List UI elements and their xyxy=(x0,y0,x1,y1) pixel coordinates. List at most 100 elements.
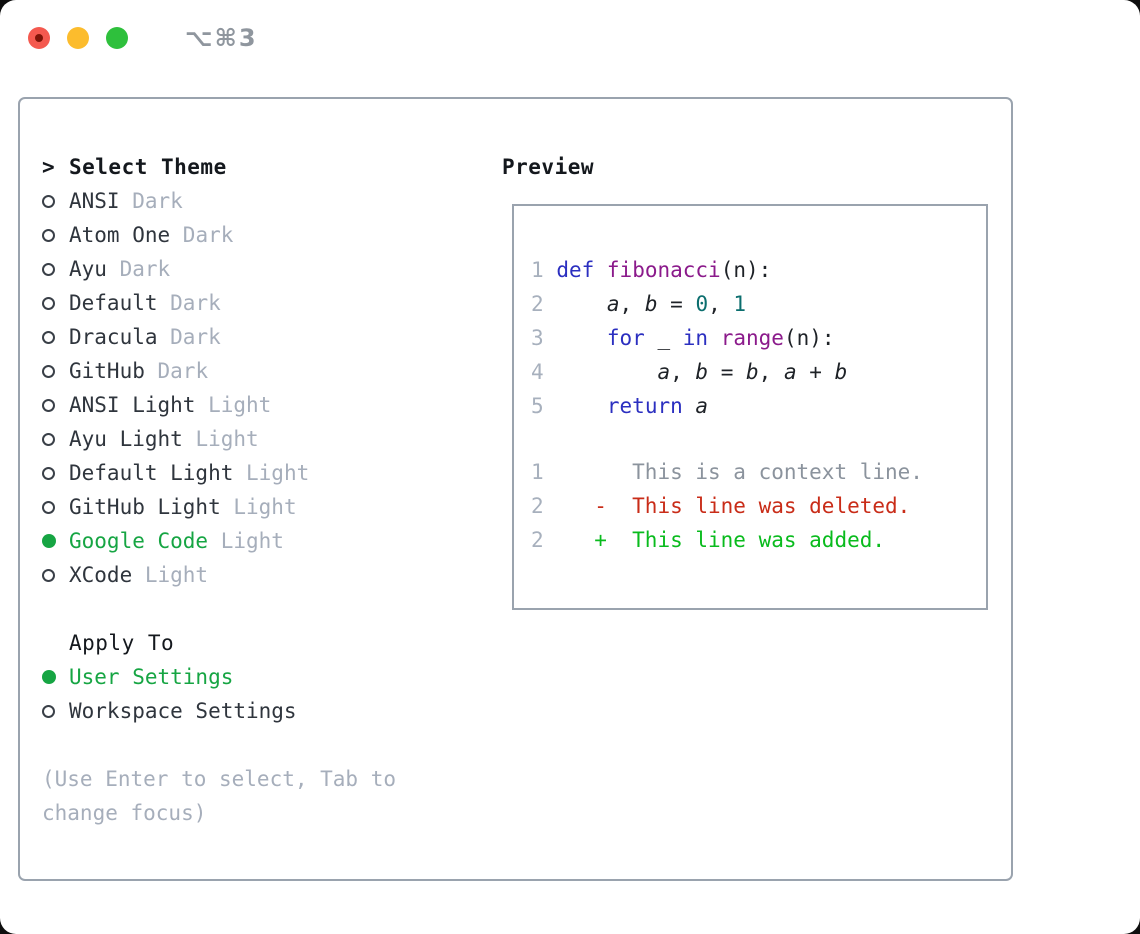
radio-unselected-icon xyxy=(42,262,55,276)
select-theme-header-label: Select Theme xyxy=(69,155,227,179)
theme-variant-label: Dark xyxy=(170,291,221,315)
theme-option-label: ANSI Light xyxy=(69,393,209,417)
theme-option-default-light[interactable]: Default Light Light xyxy=(42,456,466,490)
radio-unselected-icon xyxy=(42,704,55,718)
theme-option-label: XCode xyxy=(69,563,145,587)
radio-unselected-icon xyxy=(42,466,55,480)
theme-option-github-light[interactable]: GitHub Light Light xyxy=(42,490,466,524)
preview-column: Preview 1 def fibonacci(n): 2 a, b = 0, … xyxy=(502,150,988,610)
code-token: in xyxy=(682,326,709,350)
cursor-indicator: > xyxy=(42,155,55,179)
radio-selected-icon xyxy=(42,534,56,548)
radio-unselected-icon xyxy=(42,432,55,446)
line-number: 4 xyxy=(531,360,544,384)
theme-variant-label: Dark xyxy=(119,257,171,281)
code-token: a xyxy=(606,292,620,316)
apply-to-header: Apply To xyxy=(42,626,466,660)
apply-to-header-label: Apply To xyxy=(69,631,175,655)
zoom-button[interactable] xyxy=(106,27,128,49)
close-button[interactable] xyxy=(28,27,50,49)
theme-option-atom-one[interactable]: Atom One Dark xyxy=(42,218,466,252)
code-token: range xyxy=(720,326,784,350)
code-token: def xyxy=(556,258,595,282)
preview-box: 1 def fibonacci(n): 2 a, b = 0, 1 3 for … xyxy=(512,204,988,610)
radio-unselected-icon xyxy=(42,364,55,378)
apply-option-user-settings[interactable]: User Settings xyxy=(42,660,466,694)
line-number: 1 xyxy=(531,460,544,484)
code-token: b xyxy=(746,360,759,384)
code-token: = xyxy=(657,292,696,316)
code-token xyxy=(708,326,721,350)
apply-option-label: User Settings xyxy=(69,665,234,689)
line-number: 2 xyxy=(531,528,544,552)
code-token: + xyxy=(796,360,835,384)
theme-option-default[interactable]: Default Dark xyxy=(42,286,466,320)
line-number: 5 xyxy=(531,394,544,418)
code-token xyxy=(594,258,607,282)
theme-option-label: Google Code xyxy=(69,529,221,553)
diff-line-context: This is a context line. xyxy=(594,460,923,484)
minimize-button[interactable] xyxy=(67,27,89,49)
apply-option-label: Workspace Settings xyxy=(69,699,297,723)
theme-option-ansi-light[interactable]: ANSI Light Light xyxy=(42,388,466,422)
theme-option-xcode[interactable]: XCode Light xyxy=(42,558,466,592)
code-token: = xyxy=(708,360,747,384)
theme-option-ansi[interactable]: ANSI Dark xyxy=(42,184,466,218)
code-token: return xyxy=(606,394,683,418)
theme-option-label: ANSI xyxy=(69,189,133,213)
code-token: 0 xyxy=(695,292,709,316)
theme-option-label: Atom One xyxy=(69,223,183,247)
theme-option-label: Dracula xyxy=(69,325,171,349)
code-token: 1 xyxy=(733,292,747,316)
theme-option-ayu-light[interactable]: Ayu Light Light xyxy=(42,422,466,456)
radio-unselected-icon xyxy=(42,500,55,514)
code-token: , xyxy=(619,292,645,316)
diff-line-added: + This line was added. xyxy=(594,528,886,552)
theme-variant-label: Dark xyxy=(182,223,234,247)
code-token: b xyxy=(695,360,709,384)
theme-variant-label: Dark xyxy=(132,189,183,213)
code-token: , xyxy=(670,360,696,384)
diff-preview: 1 This is a context line. 2 - This line … xyxy=(514,455,986,557)
code-preview: 1 def fibonacci(n): 2 a, b = 0, 1 3 for … xyxy=(514,206,986,423)
code-token: a xyxy=(657,360,671,384)
code-token: fibonacci xyxy=(606,258,721,282)
code-token: b xyxy=(644,292,658,316)
theme-option-google-code[interactable]: Google Code Light xyxy=(42,524,466,558)
code-token xyxy=(556,292,607,316)
code-token: , xyxy=(758,360,784,384)
preview-title: Preview xyxy=(502,155,595,179)
theme-option-label: Ayu Light xyxy=(69,427,196,451)
line-number: 2 xyxy=(531,292,544,316)
code-token: (n): xyxy=(783,326,835,350)
theme-variant-label: Light xyxy=(233,495,297,519)
hint-text: (Use Enter to select, Tab to change focu… xyxy=(42,767,397,825)
theme-variant-label: Dark xyxy=(157,359,209,383)
radio-unselected-icon xyxy=(42,296,55,310)
radio-unselected-icon xyxy=(42,194,55,208)
theme-variant-label: Light xyxy=(195,427,259,451)
code-token: _ xyxy=(644,326,683,350)
line-number: 1 xyxy=(531,258,544,282)
theme-variant-label: Dark xyxy=(170,325,221,349)
theme-variant-label: Light xyxy=(144,563,209,587)
code-token xyxy=(683,394,696,418)
theme-variant-label: Light xyxy=(246,461,310,485)
theme-option-dracula[interactable]: Dracula Dark xyxy=(42,320,466,354)
apply-option-workspace-settings[interactable]: Workspace Settings xyxy=(42,694,466,728)
code-token: , xyxy=(708,292,734,316)
code-token xyxy=(556,326,607,350)
radio-unselected-icon xyxy=(42,568,55,582)
theme-option-ayu[interactable]: Ayu Dark xyxy=(42,252,466,286)
diff-line-deleted: - This line was deleted. xyxy=(594,494,911,518)
line-number: 2 xyxy=(531,494,544,518)
theme-option-label: Ayu xyxy=(69,257,120,281)
theme-option-label: Default Light xyxy=(69,461,247,485)
theme-option-github[interactable]: GitHub Dark xyxy=(42,354,466,388)
select-theme-header: > Select Theme xyxy=(42,150,466,184)
